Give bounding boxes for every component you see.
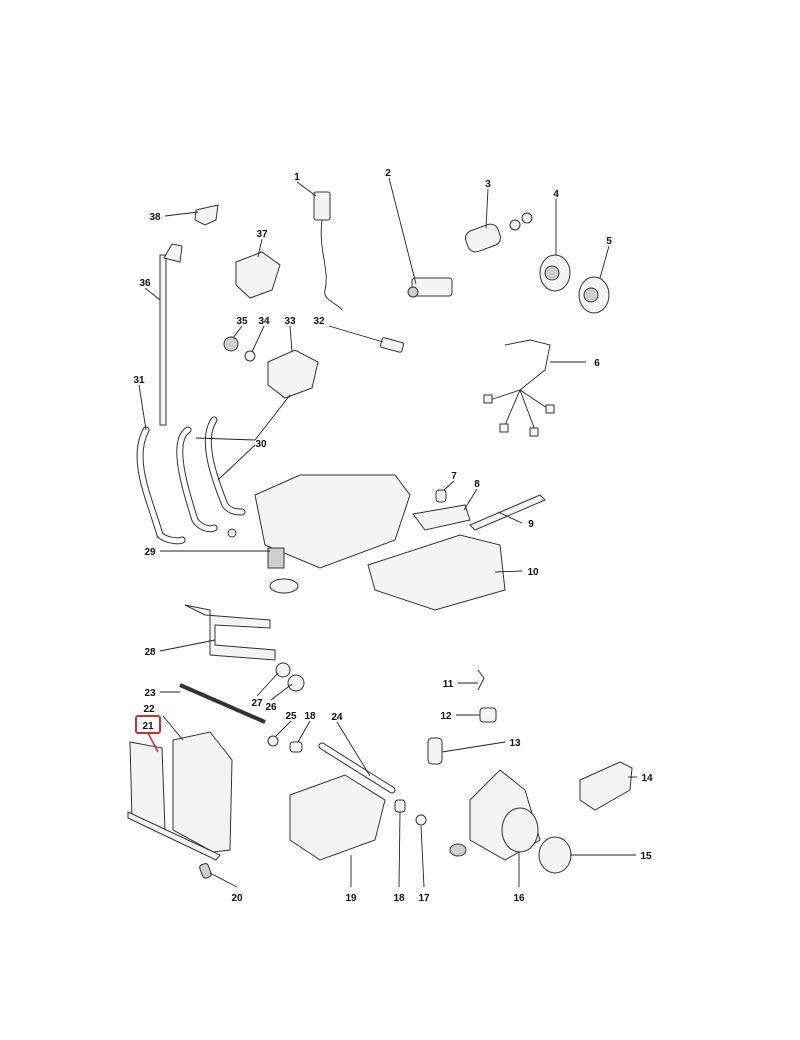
part-6-wiring-harness xyxy=(483,339,555,437)
part-11-clip xyxy=(477,669,485,691)
highlight-leader-part-21 xyxy=(147,732,159,753)
part-33-inlet-valve xyxy=(267,349,319,399)
part-23-rod xyxy=(179,683,266,724)
callout-35[interactable]: 35 xyxy=(236,316,248,327)
callout-19[interactable]: 19 xyxy=(345,893,357,904)
part-27-grommet xyxy=(275,662,291,678)
callout-29[interactable]: 29 xyxy=(144,547,156,558)
callout-24[interactable]: 24 xyxy=(331,712,343,723)
callout-25[interactable]: 25 xyxy=(285,711,297,722)
callout-22[interactable]: 22 xyxy=(143,704,155,715)
callout-3[interactable]: 3 xyxy=(485,179,491,190)
callout-1[interactable]: 1 xyxy=(294,172,300,183)
part-38-junction xyxy=(194,204,219,226)
callout-37[interactable]: 37 xyxy=(256,229,268,240)
callout-6[interactable]: 6 xyxy=(594,358,600,369)
part-10-detergent-drawer xyxy=(367,534,506,611)
part-18-seal xyxy=(289,741,303,753)
callout-4[interactable]: 4 xyxy=(553,189,559,200)
callout-2[interactable]: 2 xyxy=(385,168,391,179)
part-37-valve xyxy=(235,251,281,299)
callout-12[interactable]: 12 xyxy=(440,711,452,722)
callout-10[interactable]: 10 xyxy=(527,567,539,578)
part-4-pressure-switch xyxy=(539,254,571,292)
part-5-pressure-switch xyxy=(578,276,610,314)
callout-17[interactable]: 17 xyxy=(418,893,430,904)
part-28-heater xyxy=(184,604,276,661)
part-14-module xyxy=(579,761,633,811)
callout-33[interactable]: 33 xyxy=(284,316,296,327)
leader-lines xyxy=(138,177,637,888)
part-19-pump xyxy=(289,774,386,861)
part-13-tube xyxy=(427,737,443,765)
callout-9[interactable]: 9 xyxy=(528,519,534,530)
part-18-seal-b xyxy=(394,799,406,813)
part-30-31-hoses xyxy=(136,416,246,545)
callout-36[interactable]: 36 xyxy=(139,278,151,289)
part-1-power-cord xyxy=(313,191,343,311)
part-25-washer xyxy=(267,735,279,747)
callout-labels: 1 2 3 4 5 6 7 8 9 10 11 12 13 14 15 16 1… xyxy=(133,168,653,904)
callout-11[interactable]: 11 xyxy=(443,679,454,690)
part-2-switch xyxy=(407,277,453,298)
callout-18-bottom[interactable]: 18 xyxy=(393,893,405,904)
callout-21[interactable]: 21 xyxy=(142,721,154,732)
callout-31[interactable]: 31 xyxy=(133,375,145,386)
callout-8[interactable]: 8 xyxy=(474,479,480,490)
part-36-tube xyxy=(159,243,183,426)
part-9-lever xyxy=(469,494,546,531)
callout-5[interactable]: 5 xyxy=(606,236,612,247)
part-34-washer xyxy=(244,350,256,362)
callout-13[interactable]: 13 xyxy=(509,738,521,749)
part-12-cap xyxy=(479,707,497,723)
callout-28[interactable]: 28 xyxy=(144,647,156,658)
callout-15[interactable]: 15 xyxy=(640,851,652,862)
callout-23[interactable]: 23 xyxy=(144,688,156,699)
callout-26[interactable]: 26 xyxy=(265,702,277,713)
callout-38[interactable]: 38 xyxy=(149,212,161,223)
callout-32[interactable]: 32 xyxy=(313,316,325,327)
callout-14[interactable]: 14 xyxy=(641,773,653,784)
part-32-sensor xyxy=(380,337,404,353)
part-20-spring xyxy=(199,863,212,879)
callout-7[interactable]: 7 xyxy=(451,471,457,482)
callout-30[interactable]: 30 xyxy=(255,439,267,450)
part-3-capacitor xyxy=(465,212,533,253)
callout-16[interactable]: 16 xyxy=(513,893,525,904)
callout-18-top[interactable]: 18 xyxy=(304,711,316,722)
parts xyxy=(127,191,633,879)
callout-20[interactable]: 20 xyxy=(231,893,243,904)
part-17-gasket xyxy=(415,814,427,826)
callout-27[interactable]: 27 xyxy=(251,698,263,709)
part-35-filter xyxy=(223,336,239,352)
part-7-cap xyxy=(435,489,447,503)
part-15-filter xyxy=(538,836,572,874)
part-8-dispenser-cup xyxy=(412,504,471,531)
part-26-grommet xyxy=(287,674,305,692)
part-29-dispenser-housing xyxy=(227,474,411,594)
part-22-cover-box xyxy=(172,731,233,853)
callout-34[interactable]: 34 xyxy=(258,316,270,327)
